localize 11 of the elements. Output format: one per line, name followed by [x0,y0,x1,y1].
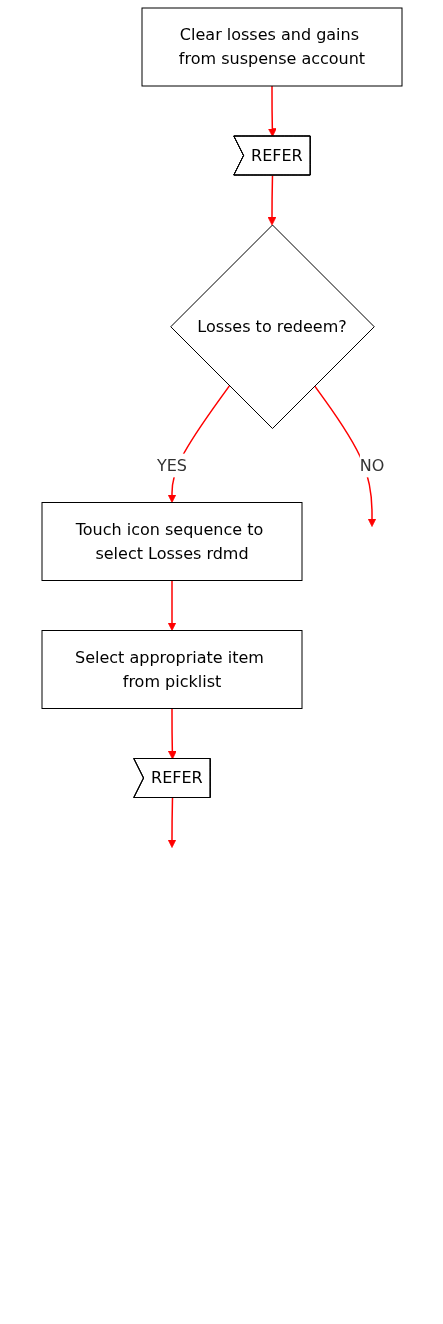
arrow [167,707,177,760]
arrow [167,797,176,848]
node-box: Touch icon sequence to select Losses rdmd [41,502,302,581]
arrow [267,174,276,226]
arrow [167,579,176,631]
edge-label: YES [156,455,187,475]
node-box: Clear losses and gains from suspense account [141,7,402,87]
node-diamond: Losses to redeem? [169,224,375,429]
node-box: Select appropriate item from picklist [41,630,302,709]
edge-label: NO [359,455,384,475]
arrow [267,85,277,137]
